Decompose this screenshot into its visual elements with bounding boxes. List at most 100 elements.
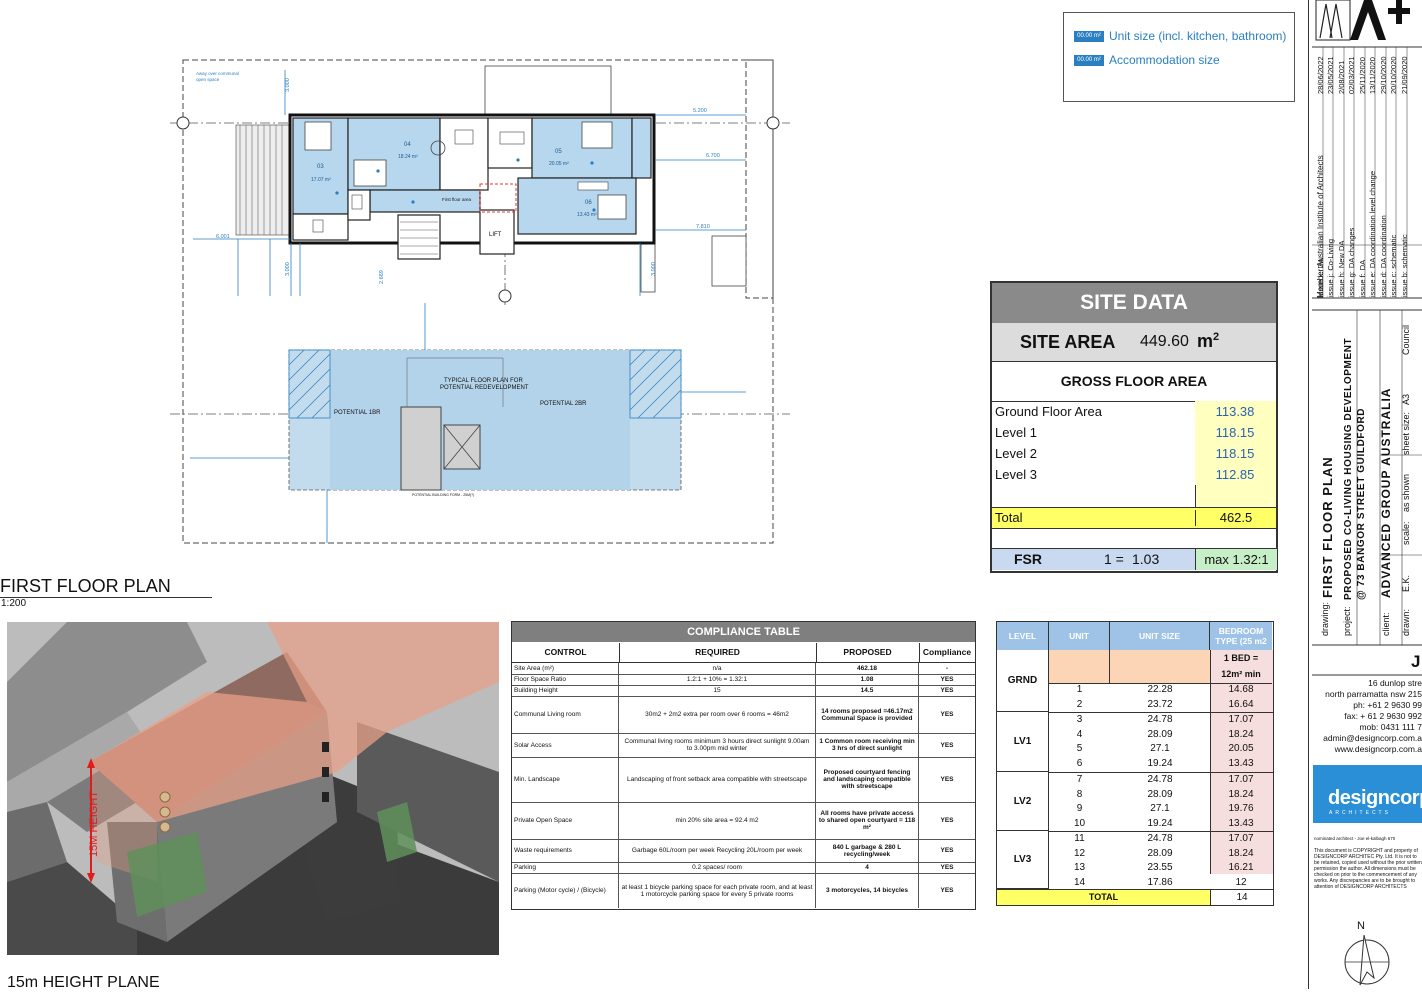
fire-door xyxy=(479,183,517,213)
svg-text:Away over communal: Away over communal xyxy=(196,71,239,76)
drawn-value: E.K. xyxy=(1401,574,1411,592)
svg-text:20.05 m²: 20.05 m² xyxy=(549,161,569,167)
unit-total-value: 14 xyxy=(1210,889,1273,905)
plan-title: FIRST FLOOR PLAN xyxy=(0,576,171,596)
issue-entry: issue k:DA xyxy=(1316,258,1325,297)
site-data-table: SITE DATA SITE AREA 449.60 m2 GROSS FLOO… xyxy=(990,281,1278,573)
height-marker-text: 15M HEIGHT xyxy=(88,791,100,857)
grid-marker xyxy=(766,116,780,130)
gfa-value: 118.15 xyxy=(1195,422,1275,443)
issue-date: 02/03/2021 xyxy=(1347,56,1356,94)
issue-entry: issue c:schematic xyxy=(1389,234,1398,297)
gfa-total-row: Total 462.5 xyxy=(992,507,1276,529)
col-header: UNIT SIZE xyxy=(1110,622,1210,650)
svg-text:18.24 m²: 18.24 m² xyxy=(398,154,418,160)
unit-number: 13 xyxy=(1073,862,1086,874)
legend-chip: 00.00 m² xyxy=(1074,30,1104,42)
unit-size: 19.24 xyxy=(1147,818,1173,830)
plan-title-underline xyxy=(0,597,212,598)
unit-size: 28.09 xyxy=(1147,788,1173,800)
bed-min-label: 1 BED =12m² min xyxy=(1210,650,1272,684)
unit-number: 10 xyxy=(1073,818,1086,830)
unit-size: 24.78 xyxy=(1147,774,1173,785)
bed xyxy=(304,121,332,151)
unit-number: 3 xyxy=(1076,714,1083,725)
site-area-label: SITE AREA xyxy=(1020,332,1116,352)
issue-entry: issue g:DA changes xyxy=(1347,227,1356,297)
dim-label: 6.700 xyxy=(706,153,720,159)
bed xyxy=(597,194,627,220)
hatch-right xyxy=(629,349,682,419)
issue-date: 20/10/2020 xyxy=(1389,56,1398,94)
gfa-row: Level 1 118.15 xyxy=(992,422,1276,443)
height-plane xyxy=(267,622,499,732)
unit-size: 24.78 xyxy=(1147,833,1173,844)
nominated-architect: nominated architect - Joe el-kalbagh 670 xyxy=(1314,836,1396,841)
bedroom-size: 20.05 xyxy=(1228,743,1254,755)
unit-number: 9 xyxy=(1076,803,1083,815)
unit-table: LEVEL UNIT UNIT SIZE BEDROOM TYPE (25 m2… xyxy=(996,621,1274,906)
unit-number: 1 xyxy=(1076,684,1083,695)
project-line-2: @ 73 BANGOR STREET GUILDFORD xyxy=(1356,407,1367,600)
unit-size: 23.55 xyxy=(1147,862,1173,874)
stair-core xyxy=(400,406,442,491)
col-header: CONTROL xyxy=(512,643,620,663)
site-area-value: 449.60 xyxy=(1140,333,1189,350)
svg-text:LIFT: LIFT xyxy=(489,232,502,238)
unit-size: 28.09 xyxy=(1147,728,1173,740)
svg-text:open space: open space xyxy=(196,77,220,82)
level-label: GRND xyxy=(997,650,1049,712)
issue-date: 13/11/2020 xyxy=(1368,57,1377,94)
first-floor-area-label: First floor area xyxy=(442,197,472,202)
issue-date: 25/11/2020 xyxy=(1358,57,1367,94)
copyright-notice: This document is COPYRIGHT and property … xyxy=(1314,848,1422,890)
north-label: N xyxy=(1357,920,1365,932)
unit-number: 4 xyxy=(1076,728,1083,740)
unit-number: 11 xyxy=(1074,833,1085,844)
bedroom-size: 16.64 xyxy=(1228,698,1254,710)
bedroom-size: 13.43 xyxy=(1228,758,1254,770)
bathroom xyxy=(439,117,489,191)
legend-label: Unit size (incl. kitchen, bathroom) xyxy=(1109,29,1287,43)
unit-size: 17.86 xyxy=(1147,877,1173,889)
col-header: UNIT xyxy=(1049,622,1110,650)
site-area-unit: m2 xyxy=(1197,331,1220,351)
svg-text:POTENTIAL REDEVELOPMENT: POTENTIAL REDEVELOPMENT xyxy=(440,385,529,391)
col-header: PROPOSED xyxy=(816,643,920,663)
title-block xyxy=(1312,0,1422,986)
unit-number: 8 xyxy=(1076,788,1083,800)
issue-date: 28/06/2022 xyxy=(1316,56,1325,94)
legend-label: Accommodation size xyxy=(1109,53,1220,67)
gfa-row: Ground Floor Area 113.38 xyxy=(992,401,1276,422)
gfa-value: 113.38 xyxy=(1195,401,1275,422)
issue-date: 23/05/2021 xyxy=(1326,56,1335,94)
svg-text:POTENTIAL BUILDING FORM - 25M(: POTENTIAL BUILDING FORM - 25M(?) xyxy=(412,493,474,497)
svg-text:3.000: 3.000 xyxy=(285,78,291,92)
plan-scale: 1:200 xyxy=(1,598,27,609)
level-label: LV2 xyxy=(997,772,1049,831)
unit-number: 14 xyxy=(1073,877,1086,889)
svg-text:3.000: 3.000 xyxy=(285,262,291,276)
issue-entry: issue j:Co-Living xyxy=(1326,238,1335,297)
issue-date: 2/08/2021 xyxy=(1337,60,1346,94)
sheet-value: A3 xyxy=(1401,393,1411,405)
compliance-table: COMPLIANCE TABLE CONTROL REQUIRED PROPOS… xyxy=(511,621,976,910)
issue-entry: issue f:DA xyxy=(1358,259,1367,297)
issue-entry: issue b:schematic xyxy=(1400,234,1409,297)
room-05-ext xyxy=(631,117,652,179)
unit-size: 24.78 xyxy=(1147,714,1173,725)
landscape xyxy=(127,832,207,917)
unit-number: 2 xyxy=(1076,698,1083,710)
gfa-row: Level 2 118.15 xyxy=(992,443,1276,464)
unit-number: 7 xyxy=(1076,774,1083,785)
grid-marker xyxy=(176,116,190,130)
issue-entry: issue d:DA coordination xyxy=(1379,215,1388,297)
legend-unit-size: 00.00 m² Unit size (incl. kitchen, bathr… xyxy=(1074,29,1286,43)
client-label: client: xyxy=(1381,612,1391,636)
bedroom-size: 18.24 xyxy=(1228,788,1254,800)
bedroom-size: 19.76 xyxy=(1228,803,1254,815)
